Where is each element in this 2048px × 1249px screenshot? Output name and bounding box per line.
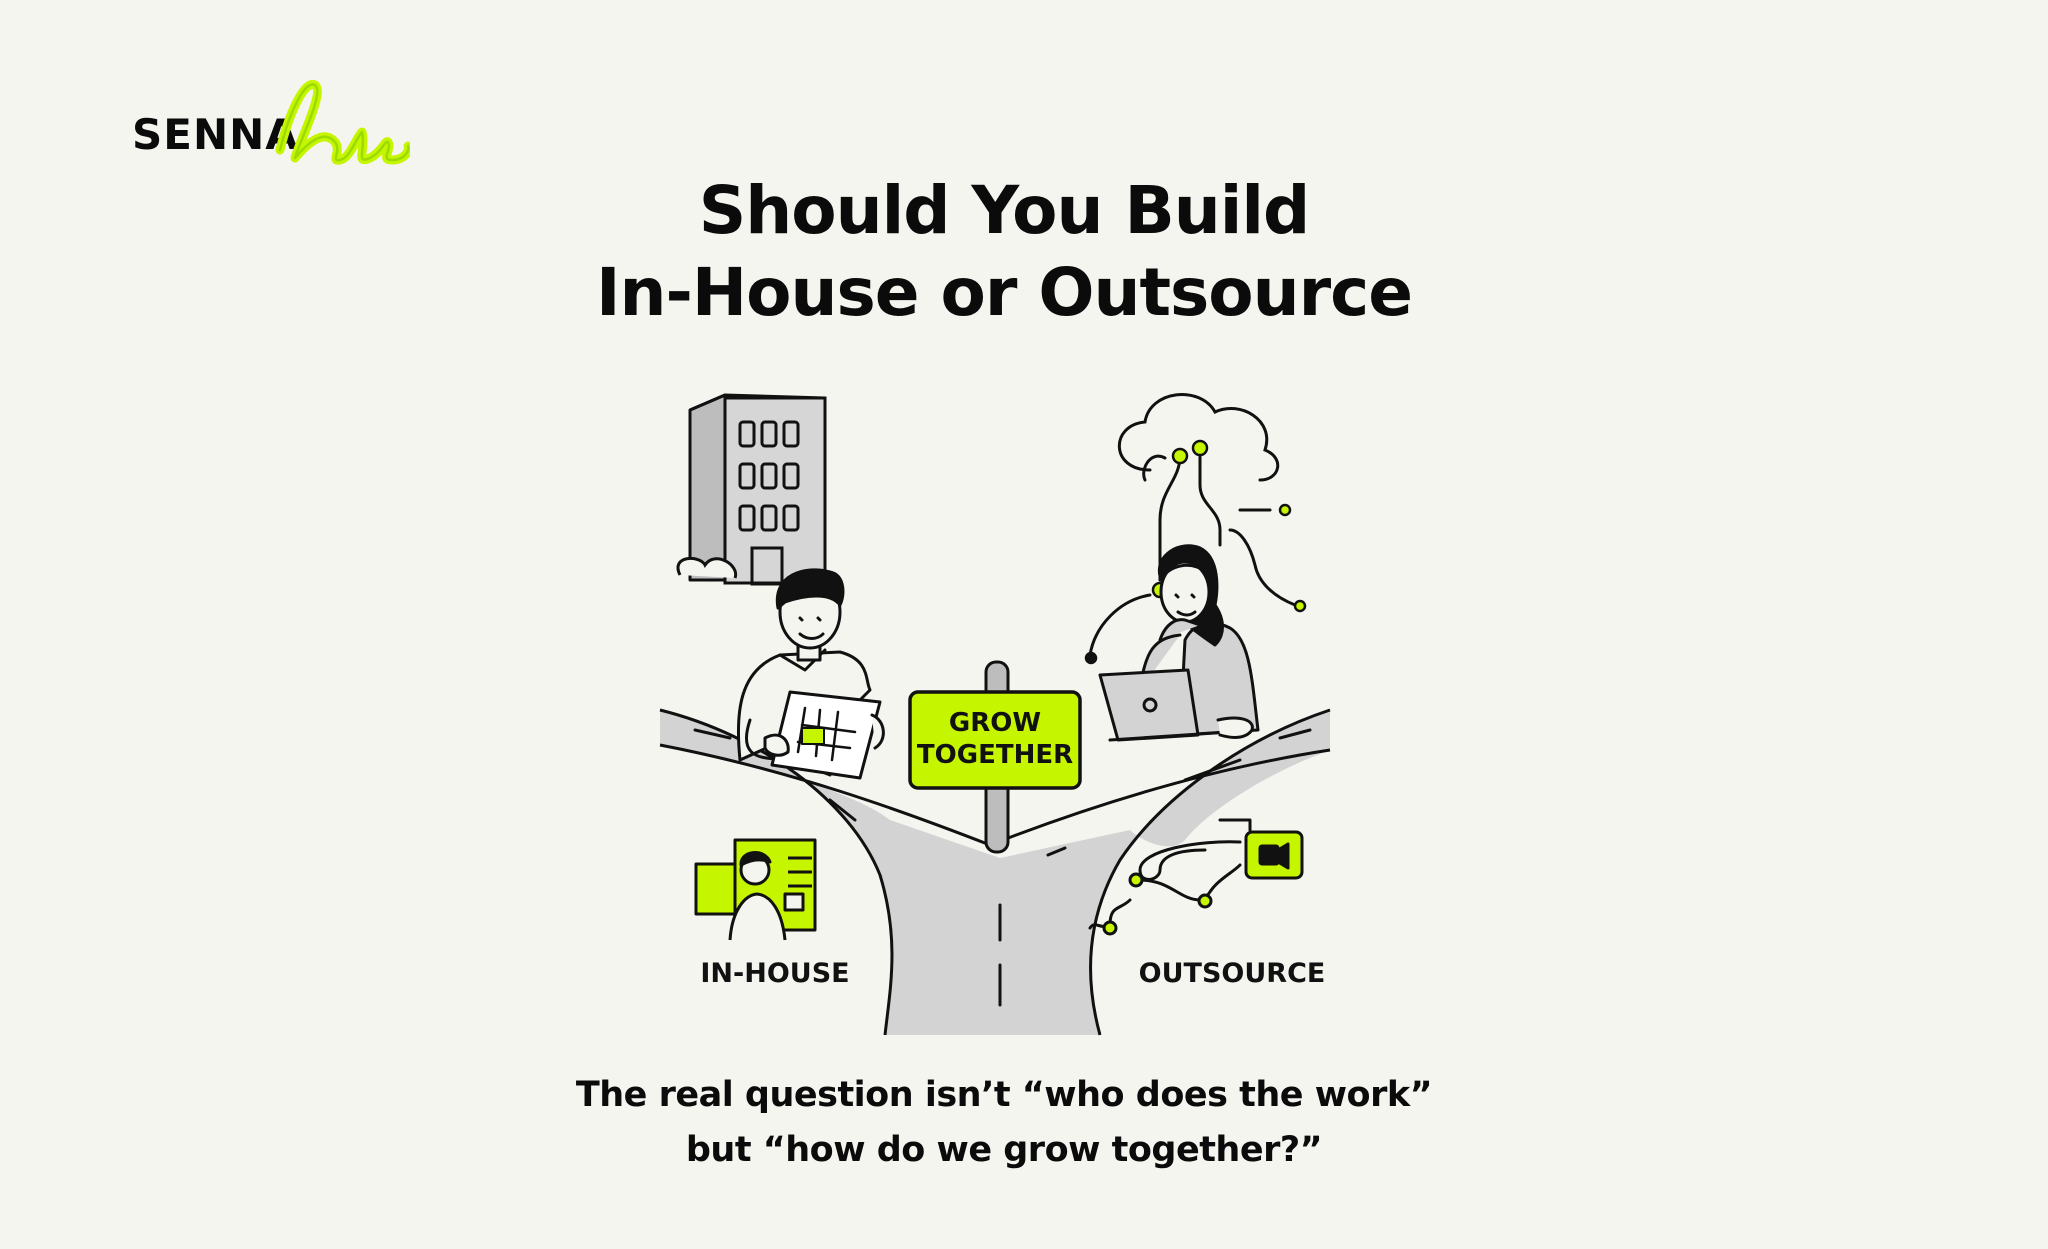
crossroads-illustration: GROW TOGETHER (659, 393, 1331, 1036)
caption: The real question isn’t “who does the wo… (0, 1068, 2048, 1178)
brand-script-logo (275, 80, 410, 165)
circuit-nodes (1084, 439, 1307, 665)
office-building-icon (676, 393, 827, 586)
man-with-blueprint (736, 568, 885, 780)
sign-text-line-1: GROW (949, 708, 1041, 738)
outsource-label: OUTSOURCE (1139, 958, 1326, 989)
woman-with-laptop (1098, 544, 1260, 742)
title-line-1: Should You Build (698, 172, 1311, 249)
profile-card-icon (694, 838, 817, 941)
title-line-2: In-House or Outsource (595, 254, 1413, 331)
brand-logo[interactable]: SENNA (130, 70, 410, 170)
page-title: Should You Build In-House or Outsource (0, 170, 2048, 334)
video-call-icon (1088, 818, 1304, 936)
caption-line-1: The real question isn’t “who does the wo… (575, 1075, 1433, 1115)
sign-text-line-2: TOGETHER (917, 740, 1073, 770)
brand-name: SENNA (132, 110, 299, 159)
signpost: GROW TOGETHER (908, 660, 1082, 854)
in-house-label: IN-HOUSE (700, 958, 849, 989)
caption-line-2: but “how do we grow together?” (685, 1130, 1323, 1170)
